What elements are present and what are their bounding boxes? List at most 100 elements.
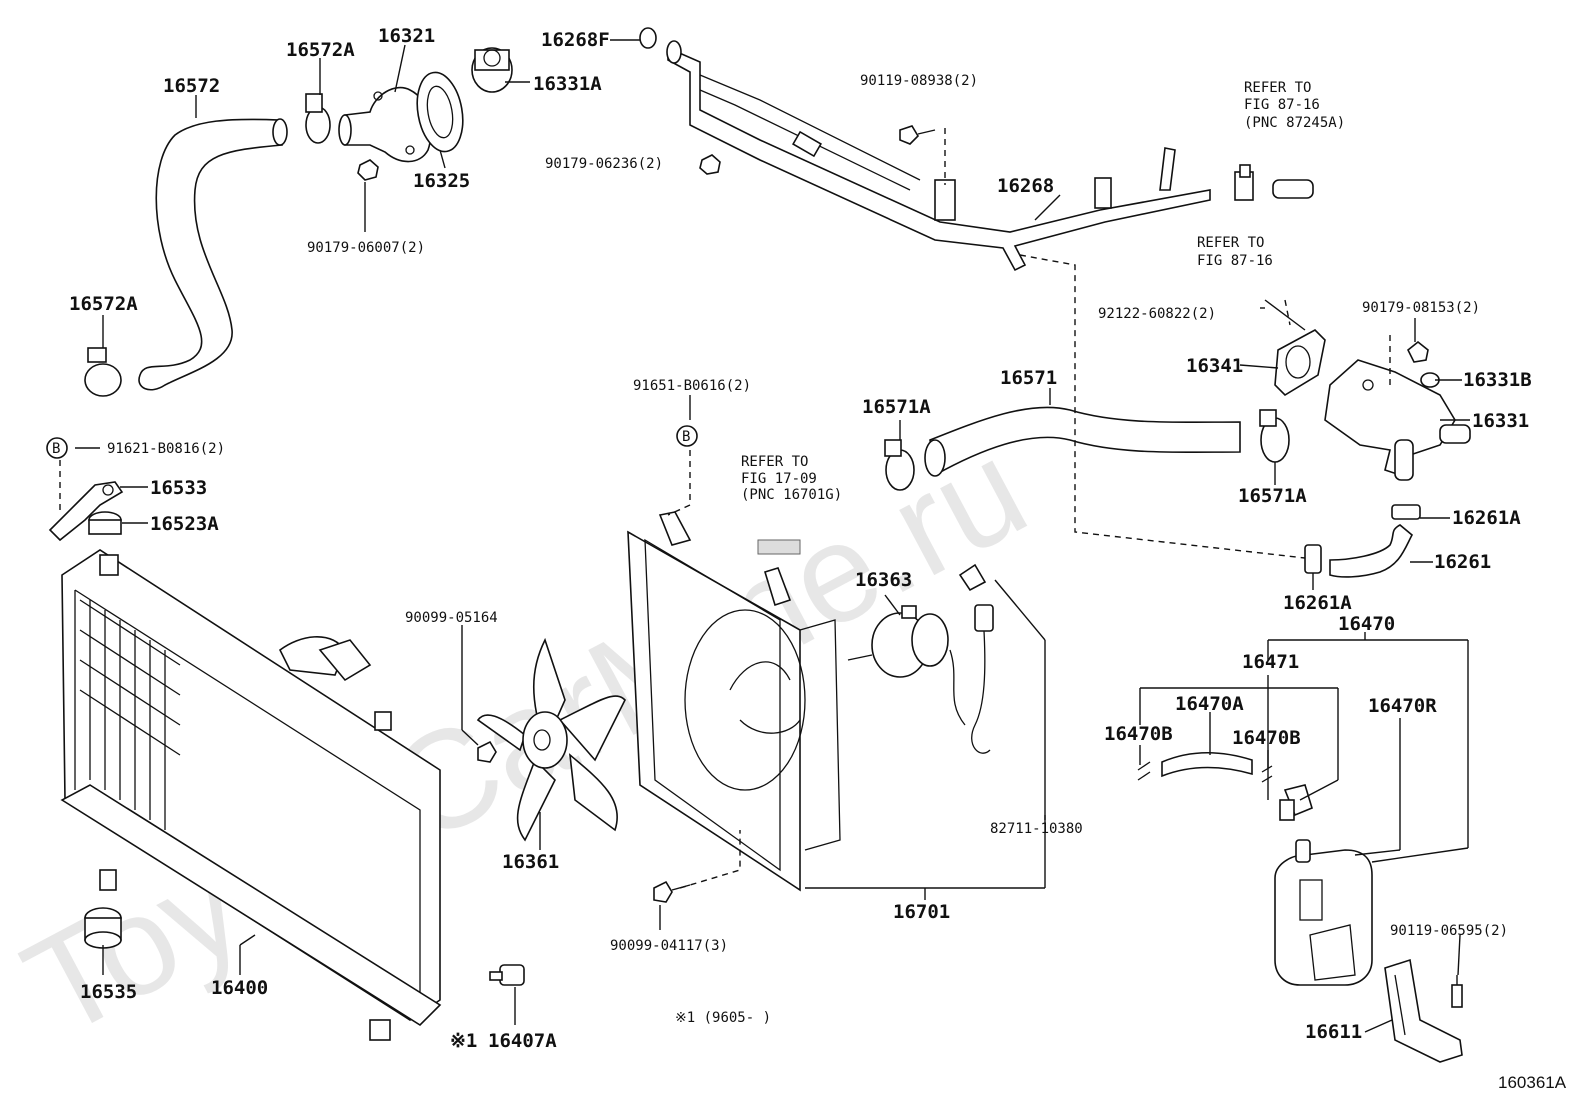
nut-90179-06007-shape <box>357 159 379 181</box>
ref-fig-17-09[interactable]: REFER TO FIG 17-09 (PNC 16701G) <box>741 454 842 503</box>
label-16361[interactable]: 16361 <box>502 851 559 873</box>
reservoir-16470-shape <box>1274 839 1373 986</box>
prefix-note-16407A: ※1 <box>450 1030 477 1052</box>
label-90119-08938[interactable]: 90119-08938(2) <box>860 73 978 89</box>
figure-id: 160361A <box>1498 1073 1567 1092</box>
label-16470A[interactable]: 16470A <box>1175 693 1244 715</box>
hose-16470A-shape <box>1161 751 1253 778</box>
ref-fig-87-16[interactable]: REFER TO FIG 87-16 <box>1197 235 1273 269</box>
label-90099-05164[interactable]: 90099-05164 <box>405 610 498 626</box>
nut-90099-05164-shape <box>477 740 497 763</box>
label-plate-17-09-shape <box>757 539 801 555</box>
label-16470B-right[interactable]: 16470B <box>1232 727 1301 749</box>
stud-92122-60822-shape <box>1264 299 1306 331</box>
label-16571[interactable]: 16571 <box>1000 367 1057 389</box>
clamp-16571A-right-shape <box>1259 409 1290 463</box>
label-82711-10380[interactable]: 82711-10380 <box>990 821 1083 837</box>
svg-text:B: B <box>682 429 690 445</box>
leader-lines <box>75 39 1470 1033</box>
wiring-82711-10380-shape <box>949 563 994 754</box>
label-16331A[interactable]: 16331A <box>533 73 602 95</box>
cushion-16523A-shape <box>88 511 122 535</box>
clamp-16261A-top-shape <box>1391 504 1421 520</box>
clamp-16572A-left-shape <box>84 347 122 397</box>
label-16571A-right[interactable]: 16571A <box>1238 485 1307 507</box>
date-note: ※1 (9605- ) <box>675 1010 771 1026</box>
label-90099-04117[interactable]: 90099-04117(3) <box>610 938 728 954</box>
label-16470R[interactable]: 16470R <box>1368 695 1437 717</box>
bolt-90179-06236-shape <box>699 154 721 175</box>
cushion-16535-shape <box>84 907 122 949</box>
label-90179-06236[interactable]: 90179-06236(2) <box>545 156 663 172</box>
marker-b-left: B <box>46 437 68 459</box>
clamp-16571A-mid-shape <box>884 439 915 491</box>
dashed-guides <box>59 128 1391 889</box>
gasket-16341-shape <box>1274 329 1326 397</box>
cap-16470R-shape <box>1279 784 1313 821</box>
label-92122-60822[interactable]: 92122-60822(2) <box>1098 306 1216 322</box>
label-16325[interactable]: 16325 <box>413 170 470 192</box>
label-16400[interactable]: 16400 <box>211 977 268 999</box>
label-16533[interactable]: 16533 <box>150 477 207 499</box>
ref-fig-87-16-pnc[interactable]: REFER TO FIG 87-16 (PNC 87245A) <box>1244 80 1345 131</box>
label-16471[interactable]: 16471 <box>1242 651 1299 673</box>
label-16523A[interactable]: 16523A <box>150 513 219 535</box>
svg-text:FIG 17-09: FIG 17-09 <box>741 471 817 487</box>
label-16407A[interactable]: 16407A <box>488 1030 557 1052</box>
fan-16361-shape <box>476 637 626 842</box>
svg-text:REFER TO: REFER TO <box>1244 80 1311 96</box>
outlet-16321-shape <box>338 86 432 163</box>
label-16261A-top[interactable]: 16261A <box>1452 507 1521 529</box>
label-16321[interactable]: 16321 <box>378 25 435 47</box>
bracket-16611-shape <box>1384 958 1463 1063</box>
bracket-16533-shape <box>48 481 124 542</box>
label-16572[interactable]: 16572 <box>163 75 220 97</box>
shroud-16701-shape <box>627 511 841 892</box>
label-16571A-mid[interactable]: 16571A <box>862 396 931 418</box>
label-16261A-bot[interactable]: 16261A <box>1283 592 1352 614</box>
label-16268F[interactable]: 16268F <box>541 29 610 51</box>
bolt-90119-08938-shape <box>899 125 936 145</box>
label-16261[interactable]: 16261 <box>1434 551 1491 573</box>
hose-16571-shape <box>924 406 1241 477</box>
inlet-16331-shape <box>1324 359 1471 481</box>
svg-text:REFER TO: REFER TO <box>1197 235 1264 251</box>
label-16341[interactable]: 16341 <box>1186 355 1243 377</box>
label-90179-06007[interactable]: 90179-06007(2) <box>307 240 425 256</box>
gasket-16325-shape <box>416 71 464 153</box>
label-16535[interactable]: 16535 <box>80 981 137 1003</box>
svg-text:FIG 87-16: FIG 87-16 <box>1197 253 1273 269</box>
label-16701[interactable]: 16701 <box>893 901 950 923</box>
label-16363[interactable]: 16363 <box>855 569 912 591</box>
svg-text:B: B <box>52 441 60 457</box>
clamp-16572A-top-shape <box>305 93 331 144</box>
label-16470B-left[interactable]: 16470B <box>1104 723 1173 745</box>
hose-16572-shape <box>138 118 288 391</box>
hose-ref-87-16-shape <box>1272 179 1314 199</box>
label-90179-08153[interactable]: 90179-08153(2) <box>1362 300 1480 316</box>
bolt-90099-04117-shape <box>653 880 691 903</box>
svg-text:(PNC 16701G): (PNC 16701G) <box>741 487 842 503</box>
pipe-16268-shape <box>666 40 1211 272</box>
label-16331B[interactable]: 16331B <box>1463 369 1532 391</box>
svg-text:REFER TO: REFER TO <box>741 454 808 470</box>
radiator-16400-shape <box>60 549 442 1041</box>
label-16611[interactable]: 16611 <box>1305 1021 1362 1043</box>
thermostat-16331A-shape <box>471 47 513 93</box>
label-16572A-left[interactable]: 16572A <box>69 293 138 315</box>
label-16572A-top[interactable]: 16572A <box>286 39 355 61</box>
label-91621-B0816[interactable]: 91621-B0816(2) <box>107 441 225 457</box>
clamp-ref-87-16-shape <box>1234 164 1254 201</box>
label-16470[interactable]: 16470 <box>1338 613 1395 635</box>
clip-16470B-r-shape <box>1261 765 1273 783</box>
label-90119-06595[interactable]: 90119-06595(2) <box>1390 923 1508 939</box>
svg-text:(PNC 87245A): (PNC 87245A) <box>1244 115 1345 131</box>
clip-16470B-l-shape <box>1137 761 1151 781</box>
motor-16363-shape <box>847 605 949 678</box>
label-16331[interactable]: 16331 <box>1472 410 1529 432</box>
label-91651-B0616[interactable]: 91651-B0616(2) <box>633 378 751 394</box>
label-16268[interactable]: 16268 <box>997 175 1054 197</box>
drain-cock-16407A-shape <box>489 964 525 986</box>
